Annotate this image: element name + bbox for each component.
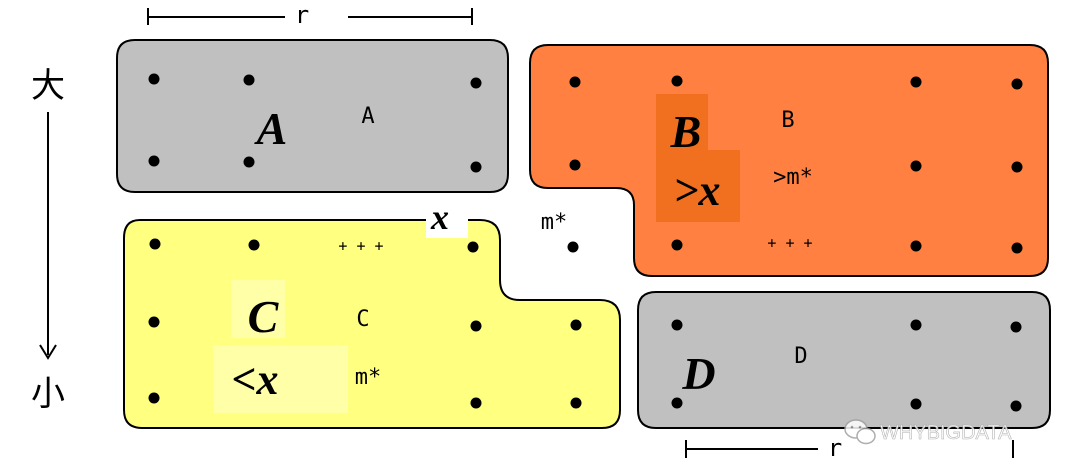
- width-mark-top-label: r: [295, 1, 309, 29]
- region-c-big-sub: <x: [231, 355, 278, 404]
- wechat-icon: [844, 419, 876, 445]
- ellipsis-region-c: + + +: [338, 237, 383, 255]
- width-mark-top: r: [147, 1, 473, 29]
- threshold-point: [567, 241, 579, 253]
- scale-bottom-label: 小: [31, 374, 65, 414]
- watermark: WHYBIGDATA: [844, 419, 1012, 445]
- x-label-gap: [426, 196, 468, 238]
- region-c-points: [148, 238, 582, 409]
- region-d-points: [671, 319, 1022, 412]
- region-c-small-label: C: [356, 307, 369, 332]
- ellipsis-region-b: + + +: [767, 234, 812, 252]
- region-d: [637, 291, 1051, 429]
- scale-arrow-head: [39, 344, 57, 360]
- region-c-highlight-sub: [213, 345, 348, 413]
- width-mark-bottom: r: [685, 434, 1014, 462]
- scale-top-label: 大: [31, 66, 65, 106]
- region-a: [116, 39, 509, 193]
- region-b-big-sub: >x: [673, 166, 720, 215]
- region-b-sub-label: >m*: [773, 165, 813, 190]
- region-b-highlight: [656, 94, 708, 222]
- threshold-x-label: x: [430, 197, 449, 237]
- region-a-big-label: A: [254, 103, 288, 154]
- region-b-small-label: B: [781, 108, 794, 133]
- width-mark-bottom-label: r: [828, 434, 842, 462]
- region-d-small-label: D: [794, 344, 807, 369]
- threshold-mstar-label: m*: [541, 210, 568, 235]
- region-b-big-label: B: [670, 106, 702, 157]
- region-d-big-label: D: [681, 348, 715, 399]
- region-b-points: [569, 75, 1023, 254]
- watermark-text: WHYBIGDATA: [880, 422, 1012, 444]
- region-a-points: [148, 73, 482, 173]
- region-c-highlight: [231, 280, 285, 338]
- region-c-sub-label: m*: [355, 365, 382, 390]
- region-c-big-label: C: [248, 291, 280, 342]
- region-a-small-label: A: [361, 104, 374, 129]
- region-b-highlight-sub: [708, 150, 740, 222]
